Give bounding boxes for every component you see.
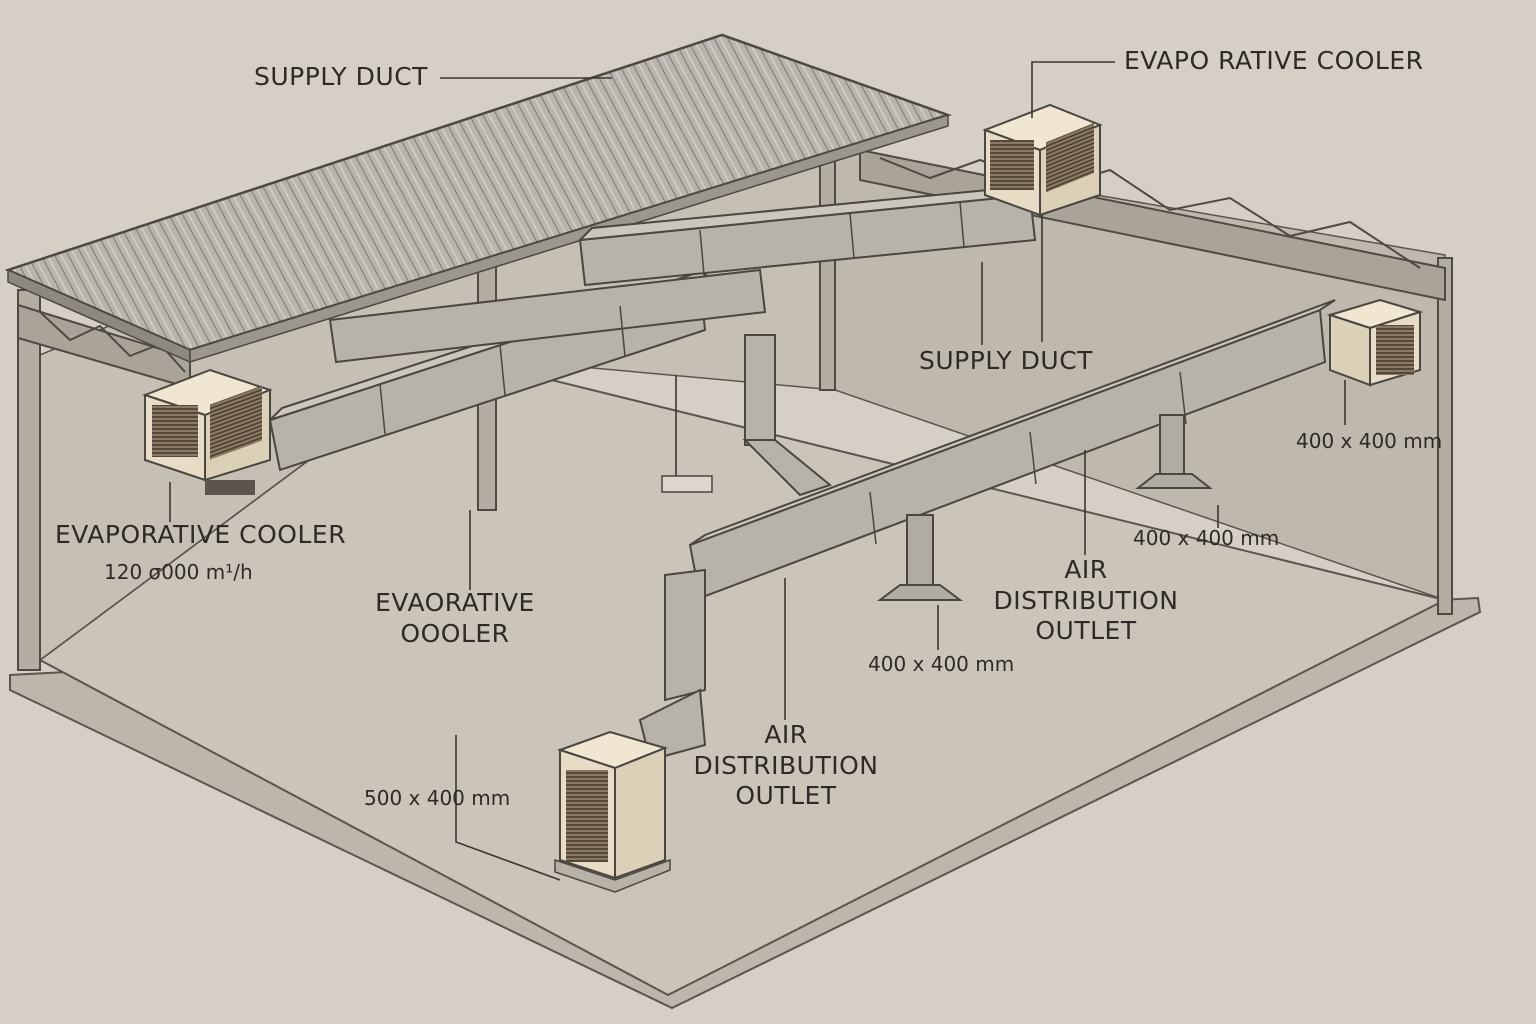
leader-lines <box>169 61 1346 881</box>
label-size-bottom-left: 500 x 400 mm <box>364 786 511 810</box>
floor-outlets <box>877 414 1213 601</box>
label-size-right-mid: 400 x 400 mm <box>1133 526 1280 550</box>
label-size-right-upper: 400 x 400 mm <box>1296 429 1443 453</box>
label-line: DISTRIBUTION <box>693 750 879 780</box>
cooler-left <box>142 368 273 495</box>
cooler-right <box>1326 298 1424 387</box>
duct-network <box>268 183 1336 762</box>
label-line: AIR <box>1064 555 1108 584</box>
label-supply-duct-mid: SUPPLY DUCT <box>919 346 1093 375</box>
label-evaporative-cooler-left: EVAPORATIVE COOLER <box>55 520 347 549</box>
label-supply-duct-top: SUPPLY DUCT <box>254 62 428 91</box>
label-line: OUTLET <box>735 781 837 810</box>
label-line: EVAORATIVE <box>375 588 535 617</box>
cooler-floor-unit <box>554 730 671 893</box>
label-cooler-flow-rate: 120 σ000 m¹/h <box>104 560 253 584</box>
label-line: DISTRIBUTION <box>993 585 1179 615</box>
label-line: AIR <box>764 720 808 749</box>
label-air-distribution-outlet-center: AIR DISTRIBUTION OUTLET <box>690 720 882 812</box>
floor-box <box>661 475 713 493</box>
label-size-center: 400 x 400 mm <box>868 652 1015 676</box>
label-line: OUTLET <box>1035 616 1137 645</box>
label-evaporative-cooler-mid: EVAORATIVE OOOLER <box>370 588 540 649</box>
label-evaporative-cooler-top: EVAPO RATIVE COOLER <box>1124 46 1424 75</box>
label-line: OOOLER <box>400 618 510 648</box>
roof-edge-front <box>189 113 949 364</box>
label-air-distribution-outlet-right: AIR DISTRIBUTION OUTLET <box>990 555 1182 647</box>
cooler-top <box>982 103 1103 217</box>
